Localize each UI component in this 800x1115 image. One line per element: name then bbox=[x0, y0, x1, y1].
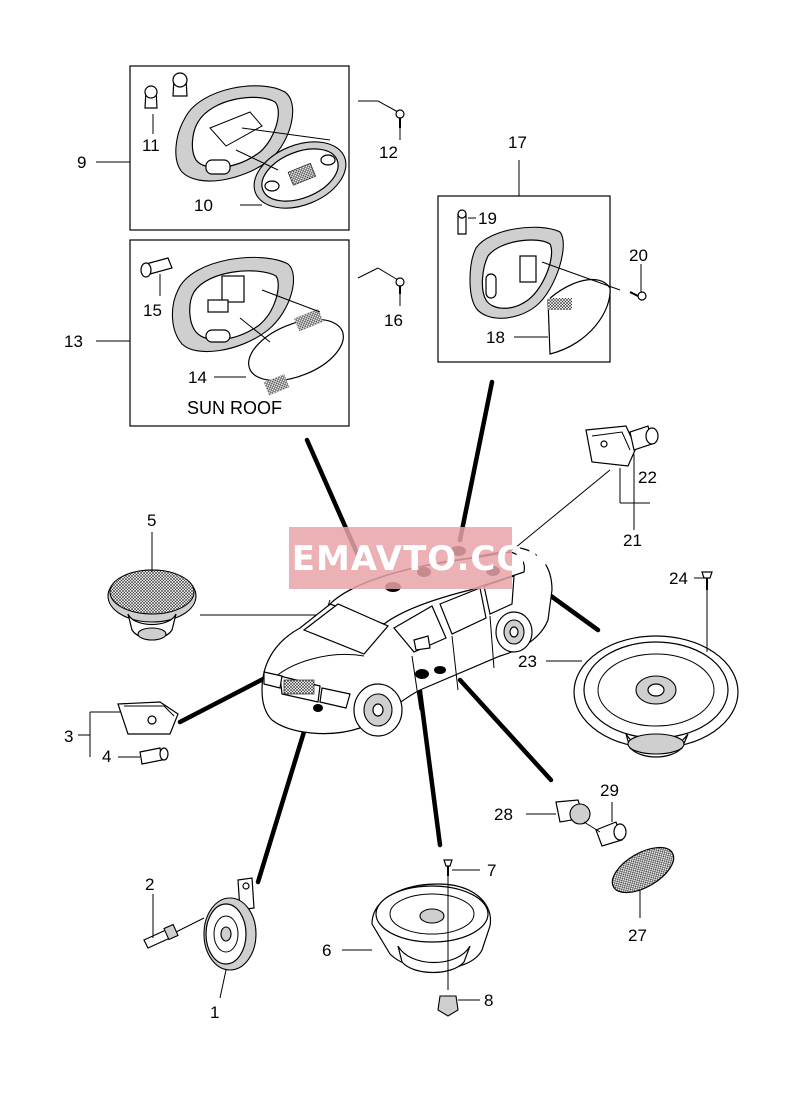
lamp-3 bbox=[78, 701, 179, 765]
callout-7: 7 bbox=[487, 861, 496, 880]
callout-19: 19 bbox=[478, 209, 497, 228]
callout-23: 23 bbox=[518, 652, 537, 671]
front-wheel bbox=[353, 683, 403, 737]
callout-2: 2 bbox=[145, 875, 154, 894]
sunroof-label: SUN ROOF bbox=[187, 398, 282, 418]
callout-12: 12 bbox=[379, 143, 398, 162]
watermark-text: VSEMAVTO.COM bbox=[239, 539, 561, 579]
watermark: VSEMAVTO.COM bbox=[239, 527, 561, 589]
screw-20 bbox=[629, 264, 647, 301]
callout-28: 28 bbox=[494, 805, 513, 824]
callout-27: 27 bbox=[628, 926, 647, 945]
callout-4: 4 bbox=[102, 747, 111, 766]
callout-11: 11 bbox=[142, 136, 160, 155]
callout-8: 8 bbox=[484, 991, 493, 1010]
callout-9: 9 bbox=[77, 153, 86, 172]
callout-14: 14 bbox=[188, 368, 207, 387]
callout-22: 22 bbox=[638, 468, 657, 487]
rear-wheel bbox=[495, 611, 533, 653]
callout-15: 15 bbox=[143, 301, 162, 320]
speaker-6 bbox=[342, 859, 492, 1017]
speaker-23 bbox=[546, 571, 739, 758]
callout-6: 6 bbox=[322, 941, 331, 960]
callout-10: 10 bbox=[194, 196, 213, 215]
callout-5: 5 bbox=[147, 511, 156, 530]
callout-3: 3 bbox=[64, 727, 73, 746]
callout-17: 17 bbox=[508, 133, 527, 152]
horn-1 bbox=[143, 877, 257, 999]
callout-29: 29 bbox=[600, 781, 619, 800]
callout-24: 24 bbox=[669, 569, 688, 588]
callout-13: 13 bbox=[64, 332, 83, 351]
sunroof-lamp-box bbox=[96, 239, 350, 427]
side-repeater bbox=[526, 799, 675, 918]
screw-16 bbox=[357, 267, 405, 306]
callout-16: 16 bbox=[384, 311, 403, 330]
rear-room-lamp-box bbox=[437, 160, 621, 363]
tweeter-5 bbox=[107, 532, 197, 641]
screw-12 bbox=[358, 100, 405, 140]
lamp-21 bbox=[585, 425, 659, 530]
callout-labels: SUN ROOF 1 2 3 4 5 6 7 8 9 10 11 12 13 1… bbox=[64, 133, 688, 1022]
callout-18: 18 bbox=[486, 328, 505, 347]
callout-1: 1 bbox=[210, 1003, 219, 1022]
front-room-lamp-box bbox=[96, 65, 350, 231]
callout-20: 20 bbox=[629, 246, 648, 265]
callout-21: 21 bbox=[623, 531, 642, 550]
